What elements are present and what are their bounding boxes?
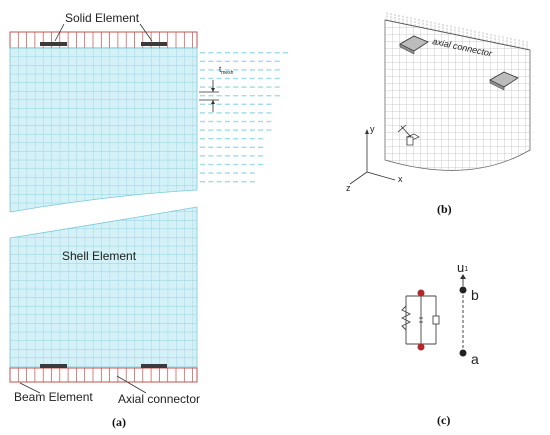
shell-element-label: Shell Element [62, 249, 137, 263]
top-beam-band [9, 31, 198, 49]
connector-node-bottom [417, 343, 425, 351]
connector-model [400, 295, 440, 348]
solid-element-right [141, 42, 167, 46]
mesh-continuation-dashes [200, 52, 288, 183]
caption-c: (c) [437, 413, 450, 427]
panel-b: axial connector y x z (b) [346, 12, 531, 216]
element-cube [397, 124, 420, 146]
caption-a: (a) [112, 415, 126, 429]
mesh-thickness-dimension: tmesh [199, 65, 234, 112]
caption-b: (b) [437, 202, 452, 216]
axial-connector-plate-left [399, 35, 429, 55]
displacement-label: u1 [457, 260, 468, 275]
solid-element-label: Solid Element [65, 11, 140, 25]
axes-triad [349, 132, 396, 185]
connector-node-top [417, 289, 425, 297]
node-a-label: a [471, 351, 479, 367]
axis-y-label: y [370, 124, 375, 134]
panel-a: Solid Element Shell Element Beam Element… [9, 11, 288, 429]
beam-element-label: Beam Element [14, 390, 93, 404]
axial-connector-left [40, 364, 67, 368]
node-a [459, 349, 467, 357]
axis-x-label: x [398, 174, 403, 184]
axial-connector-label: Axial connector [118, 392, 200, 406]
bottom-beam-band [9, 367, 198, 383]
axis-z-label: z [346, 183, 351, 193]
node-b [459, 286, 467, 294]
axial-connector-right [141, 364, 167, 368]
panel-c: u1 b a (c) [400, 260, 479, 427]
axial-connector-plate-right [489, 71, 519, 91]
thickness-label: tmesh [219, 65, 234, 76]
solid-element-left [40, 42, 67, 46]
node-b-label: b [471, 287, 479, 303]
